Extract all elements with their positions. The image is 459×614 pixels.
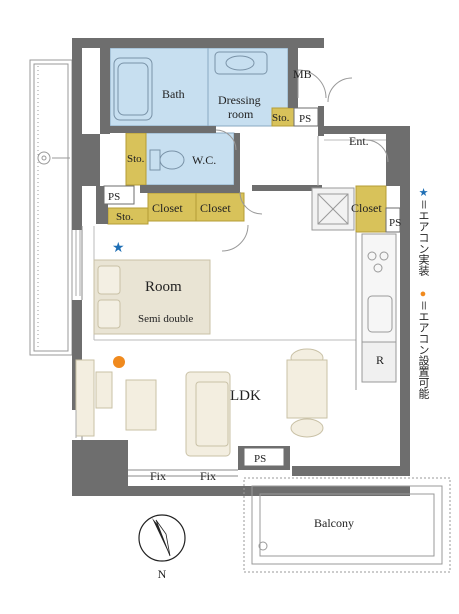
sofa [185, 371, 231, 457]
washbasin-icon [214, 51, 268, 75]
bed [93, 259, 211, 335]
kitchen-counter [311, 187, 397, 383]
label-sto-room: Sto. [116, 211, 134, 223]
aircon-possible-dot-icon [113, 356, 125, 368]
label-ent: Ent. [349, 134, 369, 148]
label-balcony: Balcony [314, 516, 354, 530]
closet-2 [195, 192, 245, 222]
balcony [243, 477, 451, 573]
room-cabinet [75, 359, 95, 437]
label-fix-2: Fix [200, 469, 216, 483]
label-dressing: Dressing [218, 93, 261, 107]
compass-icon: N [138, 514, 186, 581]
legend-dot-text: ＝エアコン設置可能 [417, 300, 429, 399]
label-sto-wc: Sto. [127, 153, 145, 165]
label-ldk: LDK [230, 388, 261, 404]
label-dressing-room: room [228, 107, 254, 121]
bath-area [109, 47, 209, 127]
door-swings [215, 69, 389, 252]
windows [75, 230, 81, 438]
label-ps-dressing: PS [299, 113, 311, 125]
aircon-legend: ★＝エアコン実装 ●＝エアコン設置可能 [413, 186, 433, 442]
wc-area [145, 132, 235, 186]
legend-star-text: ＝エアコン実装 [417, 199, 429, 276]
label-ps-kitchen: PS [389, 217, 401, 229]
label-wc: W.C. [192, 153, 216, 167]
toilet-icon [149, 149, 185, 171]
legend-dot-icon: ● [417, 288, 429, 300]
coffee-table [125, 379, 157, 431]
label-bed: Semi double [138, 313, 193, 325]
label-mb: MB [293, 67, 312, 81]
labels: Bath Dressing room MB Sto. PS Ent. Sto. … [108, 67, 401, 530]
label-closet-2: Closet [200, 201, 231, 215]
tv-board [95, 371, 113, 409]
label-fix-1: Fix [150, 469, 166, 483]
compass-north-label: N [158, 567, 167, 581]
inner-lines [81, 136, 386, 477]
closet-3 [355, 185, 387, 233]
label-closet-1: Closet [152, 201, 183, 215]
label-room: Room [145, 279, 182, 295]
bathtub-icon [113, 57, 153, 121]
label-fridge: R [376, 353, 384, 367]
label-closet-3: Closet [351, 201, 382, 215]
label-ps-room: PS [108, 191, 120, 203]
storage-areas [107, 107, 387, 233]
legend-star-icon: ★ [417, 186, 429, 199]
aircon-installed-star-icon: ★ [112, 240, 125, 256]
label-sto-dressing: Sto. [272, 112, 290, 124]
dining-table [286, 348, 328, 438]
ps-boxes [103, 107, 401, 467]
label-ps-ldk: PS [254, 453, 266, 465]
label-bath: Bath [162, 87, 185, 101]
left-balcony [29, 59, 73, 356]
